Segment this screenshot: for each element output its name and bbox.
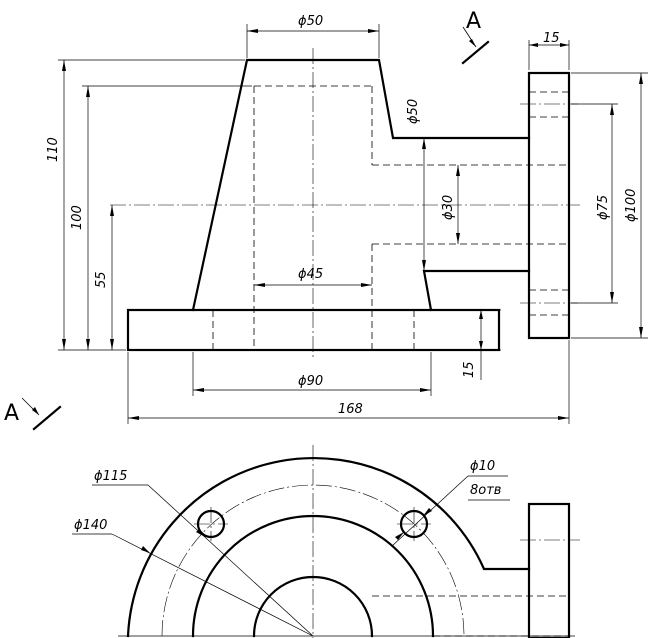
dim-inner-diameter: ϕ45: [298, 267, 323, 282]
section-mark-top-letter: A: [466, 9, 481, 34]
dim-flange-thickness: 15: [543, 31, 560, 46]
dim-neck-diameter: ϕ50: [406, 99, 421, 124]
right-flange-top-view: [527, 502, 571, 638]
section-mark-bottom-letter: A: [4, 401, 19, 426]
base-plate-outline: [126, 308, 501, 352]
dim-hole-count: 8отв: [470, 483, 501, 498]
dim-bore-diameter: ϕ30: [441, 195, 456, 220]
dim-inner-height: 100: [70, 205, 85, 230]
dim-bolt-circle: ϕ115: [94, 469, 127, 484]
neck-lower-outline: [422, 269, 531, 312]
section-mark-bottom: A: [4, 397, 62, 431]
dim-base-thickness: 15: [462, 361, 477, 378]
dim-bolt-circle-right: ϕ75: [596, 195, 611, 220]
cone-body-outline: [191, 58, 531, 312]
dim-total-length: 168: [338, 402, 363, 417]
dim-base-diameter: ϕ90: [298, 374, 323, 389]
front-view: [110, 48, 580, 358]
dim-top-diameter: ϕ50: [298, 14, 323, 29]
section-mark-top: A: [461, 9, 490, 65]
top-view-dimensions: ϕ115 ϕ140 ϕ10 8отв: [72, 459, 510, 637]
dim-outer-diameter: ϕ140: [74, 518, 107, 533]
outer-flange-arc: [126, 456, 531, 638]
front-view-dimensions: ϕ50 15 ϕ50 ϕ30 ϕ75 ϕ100: [46, 14, 648, 424]
right-flange-outline: [527, 71, 571, 340]
dim-flange-diameter-right: ϕ100: [624, 189, 639, 222]
dim-axis-height: 55: [94, 271, 109, 288]
dim-total-height: 110: [46, 137, 61, 162]
cone-arc: [191, 514, 435, 638]
top-view: [118, 445, 580, 638]
bolt-circle-arc: [161, 484, 465, 637]
dim-hole-diameter: ϕ10: [470, 459, 495, 474]
